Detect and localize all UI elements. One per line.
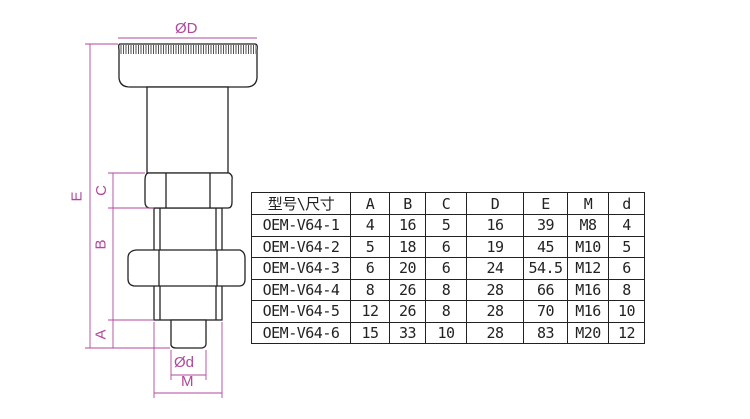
table-cell: 26	[389, 278, 426, 301]
lock-nut	[127, 249, 246, 287]
table-cell: 4	[350, 214, 390, 237]
dimension-label-d: Ød	[174, 354, 195, 371]
table-cell: 6	[350, 257, 390, 280]
dimension-label-E: E	[68, 191, 86, 202]
table-cell: 45	[523, 235, 568, 258]
table-cell: M8	[567, 214, 609, 237]
table-cell: 66	[523, 278, 568, 301]
pin	[170, 319, 207, 349]
table-cell: 39	[523, 214, 568, 237]
table-cell: 6	[608, 257, 645, 280]
dimension-label-M: M	[181, 373, 194, 390]
table-cell: 12	[608, 321, 645, 344]
knurling	[120, 45, 256, 54]
table-cell: M16	[567, 300, 609, 323]
table-cell: 83	[523, 321, 568, 344]
table-cell: OEM-V64-1	[251, 214, 351, 237]
table-cell: 10	[608, 300, 645, 323]
table-cell: 26	[389, 300, 426, 323]
table-cell: 54.5	[523, 257, 568, 280]
table-cell: M20	[567, 321, 609, 344]
table-cell: 28	[466, 321, 524, 344]
table-cell: OEM-V64-5	[251, 300, 351, 323]
table-header-cell: M	[567, 192, 609, 215]
table-cell: 6	[425, 257, 467, 280]
table-cell: 16	[466, 214, 524, 237]
dimension-label-A: A	[92, 329, 110, 340]
table-cell: 24	[466, 257, 524, 280]
table-cell: 8	[425, 278, 467, 301]
table-header-cell: B	[389, 192, 426, 215]
table-cell: OEM-V64-3	[251, 257, 351, 280]
table-cell: 12	[350, 300, 390, 323]
knob	[118, 43, 258, 88]
upper-nut	[144, 172, 233, 209]
table-cell: OEM-V64-2	[251, 235, 351, 258]
table-cell: 8	[350, 278, 390, 301]
dimension-label-D: ØD	[175, 20, 198, 37]
table-cell: 28	[466, 278, 524, 301]
table-cell: 4	[608, 214, 645, 237]
table-cell: OEM-V64-6	[251, 321, 351, 344]
table-cell: 8	[608, 278, 645, 301]
table-header-cell: A	[350, 192, 390, 215]
table-cell: 6	[425, 235, 467, 258]
table-cell: 10	[425, 321, 467, 344]
dimension-lines	[85, 37, 257, 398]
table-cell: OEM-V64-4	[251, 278, 351, 301]
table-cell: 33	[389, 321, 426, 344]
table-cell: 19	[466, 235, 524, 258]
table-header-cell: 型号\尺寸	[251, 192, 351, 215]
dimension-label-C: C	[92, 185, 110, 196]
table-cell: 5	[425, 214, 467, 237]
table-cell: 18	[389, 235, 426, 258]
table-cell: 28	[466, 300, 524, 323]
table-cell: 15	[350, 321, 390, 344]
table-cell: 16	[389, 214, 426, 237]
table-header-cell: C	[425, 192, 467, 215]
dimension-label-B: B	[92, 239, 110, 250]
table-cell: 70	[523, 300, 568, 323]
table-header-cell: d	[608, 192, 645, 215]
table-cell: 5	[350, 235, 390, 258]
table-header-cell: E	[523, 192, 568, 215]
table-cell: M10	[567, 235, 609, 258]
table-header-cell: D	[466, 192, 524, 215]
table-cell: M16	[567, 278, 609, 301]
table-cell: 8	[425, 300, 467, 323]
shaft	[146, 86, 229, 174]
table-cell: 20	[389, 257, 426, 280]
table-cell: 5	[608, 235, 645, 258]
table-cell: M12	[567, 257, 609, 280]
